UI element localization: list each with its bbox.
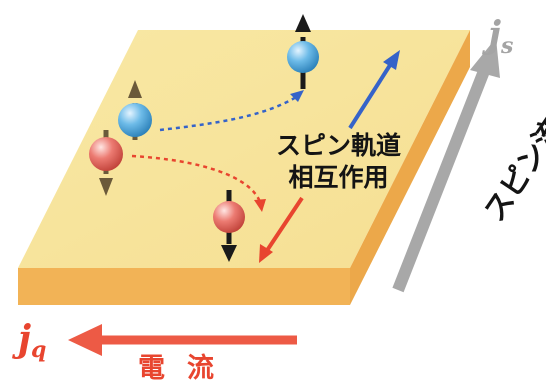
charge-current-label: 電流 — [138, 353, 236, 384]
spin-up-arrow-icon — [295, 14, 311, 32]
spin-current-symbol: js — [488, 14, 513, 59]
js-symbol: j — [488, 14, 502, 56]
spin-up-electron-left — [118, 80, 152, 140]
jq-subscript: q — [31, 337, 47, 363]
slab-right-face — [350, 30, 470, 305]
blue-deflection-arrow — [348, 50, 400, 130]
spin-orbit-line1: スピン軌道 — [276, 131, 402, 160]
spin-down-electron-bottom — [213, 190, 245, 262]
red-dotted-trajectory — [131, 154, 262, 203]
charge-current-symbol: jq — [18, 318, 46, 363]
spin-up-electron-top — [287, 14, 319, 89]
jq-symbol: j — [18, 318, 32, 360]
slab-top-face — [18, 30, 470, 268]
spin-current-arrow — [392, 38, 500, 293]
spin-down-electron-left — [89, 130, 123, 196]
spin-orbit-line2: 相互作用 — [288, 163, 389, 192]
spin-orbit-interaction-label: スピン軌道 相互作用 — [276, 130, 401, 194]
spin-down-arrow-icon — [221, 245, 237, 262]
charge-current-arrow — [68, 324, 297, 356]
js-subscript: s — [501, 33, 514, 59]
red-deflection-arrow — [259, 196, 304, 263]
slab-front-face — [18, 268, 350, 305]
blue-dotted-trajectory — [159, 94, 299, 132]
